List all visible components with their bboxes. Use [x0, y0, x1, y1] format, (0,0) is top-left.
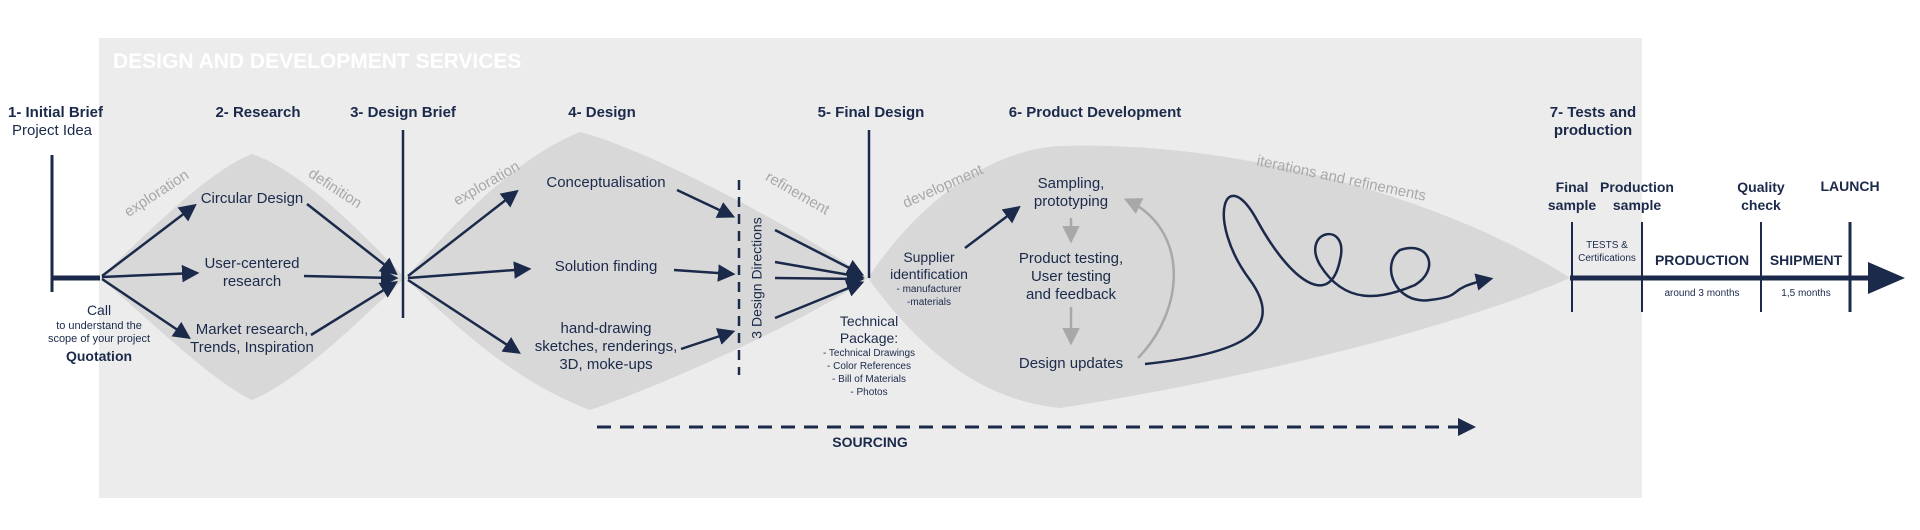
tech-package-line2: Package: — [839, 330, 899, 346]
arrow-dir-3 — [774, 270, 865, 288]
call-title: Call — [86, 302, 112, 318]
arrow-market-to-brief — [310, 281, 398, 337]
final-sample-line1: Final — [1555, 179, 1589, 195]
stage-2-title: 2- Research — [215, 104, 301, 121]
iterations-loop — [1144, 194, 1494, 366]
node-sampling-line1: Sampling, — [1037, 175, 1105, 192]
arrow-hand-to-directions — [680, 328, 736, 351]
production-duration: around 3 months — [1664, 288, 1740, 299]
arrow-updates-to-sampling — [1123, 198, 1175, 359]
arrow-supplier-to-sampling — [964, 205, 1021, 249]
launch-label: LAUNCH — [1820, 178, 1880, 194]
supplier-line3: - manufacturer — [896, 284, 962, 295]
quality-check-line1: Quality — [1737, 179, 1785, 195]
timeline-arrowhead — [1868, 262, 1905, 294]
arrow-dir-2 — [774, 260, 865, 284]
arrow-to-market — [101, 277, 191, 339]
supplier-line2: identification — [890, 266, 968, 282]
stage-1-subtitle: Project Idea — [11, 122, 93, 139]
stage-6-title: 6- Product Development — [1008, 104, 1182, 121]
quotation-label: Quotation — [65, 348, 133, 364]
supplier-line4: -materials — [907, 297, 951, 308]
node-user-centered-line1: User-centered — [204, 255, 300, 272]
arrow-to-circular — [101, 203, 197, 277]
arrow-to-concept — [407, 189, 519, 277]
arrow-to-solution — [407, 261, 532, 280]
arrow-to-hand — [407, 278, 521, 354]
tech-item-photos: - Photos — [850, 387, 888, 398]
node-testing-line3: and feedback — [1025, 286, 1117, 303]
node-hand-line1: hand-drawing — [560, 320, 652, 337]
tech-item-bom: - Bill of Materials — [832, 374, 906, 385]
node-testing-line2: User testing — [1030, 268, 1112, 285]
production-sample-line2: sample — [1612, 197, 1662, 213]
node-design-updates: Design updates — [1018, 355, 1124, 372]
node-hand-line2: sketches, renderings, — [534, 338, 678, 355]
node-user-centered-line2: research — [222, 273, 282, 290]
stage-3-title: 3- Design Brief — [350, 104, 456, 121]
node-solution-finding: Solution finding — [554, 258, 658, 275]
arrow-solution-to-directions — [673, 264, 736, 282]
node-conceptualisation: Conceptualisation — [546, 174, 666, 191]
tech-item-drawings: - Technical Drawings — [822, 348, 916, 359]
node-sampling-line2: prototyping — [1033, 193, 1109, 210]
shipment-duration: 1,5 months — [1781, 288, 1831, 299]
quality-check-line2: check — [1741, 197, 1781, 213]
tech-item-colors: - Color References — [827, 361, 911, 372]
arrow-concept-to-directions — [676, 188, 736, 218]
node-circular-design: Circular Design — [200, 190, 304, 207]
arrow-user-to-brief — [303, 268, 399, 287]
stage-4-title: 4- Design — [568, 104, 636, 121]
banner-title: DESIGN AND DEVELOPMENT SERVICES — [113, 50, 522, 73]
call-line1: to understand the — [56, 320, 142, 332]
arrow-circular-to-brief — [306, 203, 398, 276]
tests-line1: TESTS & — [1586, 240, 1628, 251]
design-directions-label: 3 Design Directions — [748, 217, 765, 339]
sourcing-arrowhead — [1458, 418, 1476, 436]
node-market-line2: Trends, Inspiration — [190, 339, 314, 356]
stage-7-title-line1: 7- Tests and — [1549, 104, 1637, 121]
arrow-dir-4 — [774, 280, 865, 320]
production-sample-line1: Production — [1600, 179, 1674, 195]
tech-package-line1: Technical — [839, 313, 899, 329]
node-hand-line3: 3D, moke-ups — [559, 356, 653, 373]
call-line2: scope of your project — [47, 333, 151, 345]
supplier-line1: Supplier — [903, 249, 955, 265]
arrow-to-user — [101, 264, 200, 283]
node-testing-line1: Product testing, — [1018, 250, 1124, 267]
production-label: PRODUCTION — [1654, 252, 1750, 268]
shipment-label: SHIPMENT — [1769, 252, 1843, 268]
sourcing-label: SOURCING — [832, 434, 908, 450]
stage-5-title: 5- Final Design — [817, 104, 925, 121]
final-sample-line2: sample — [1547, 197, 1597, 213]
development-lens — [868, 145, 1570, 408]
stage-7-title-line2: production — [1553, 122, 1633, 139]
tests-line2: Certifications — [1578, 253, 1636, 264]
node-market-line1: Market research, — [195, 321, 309, 338]
stage-1-title: 1- Initial Brief — [8, 104, 104, 121]
